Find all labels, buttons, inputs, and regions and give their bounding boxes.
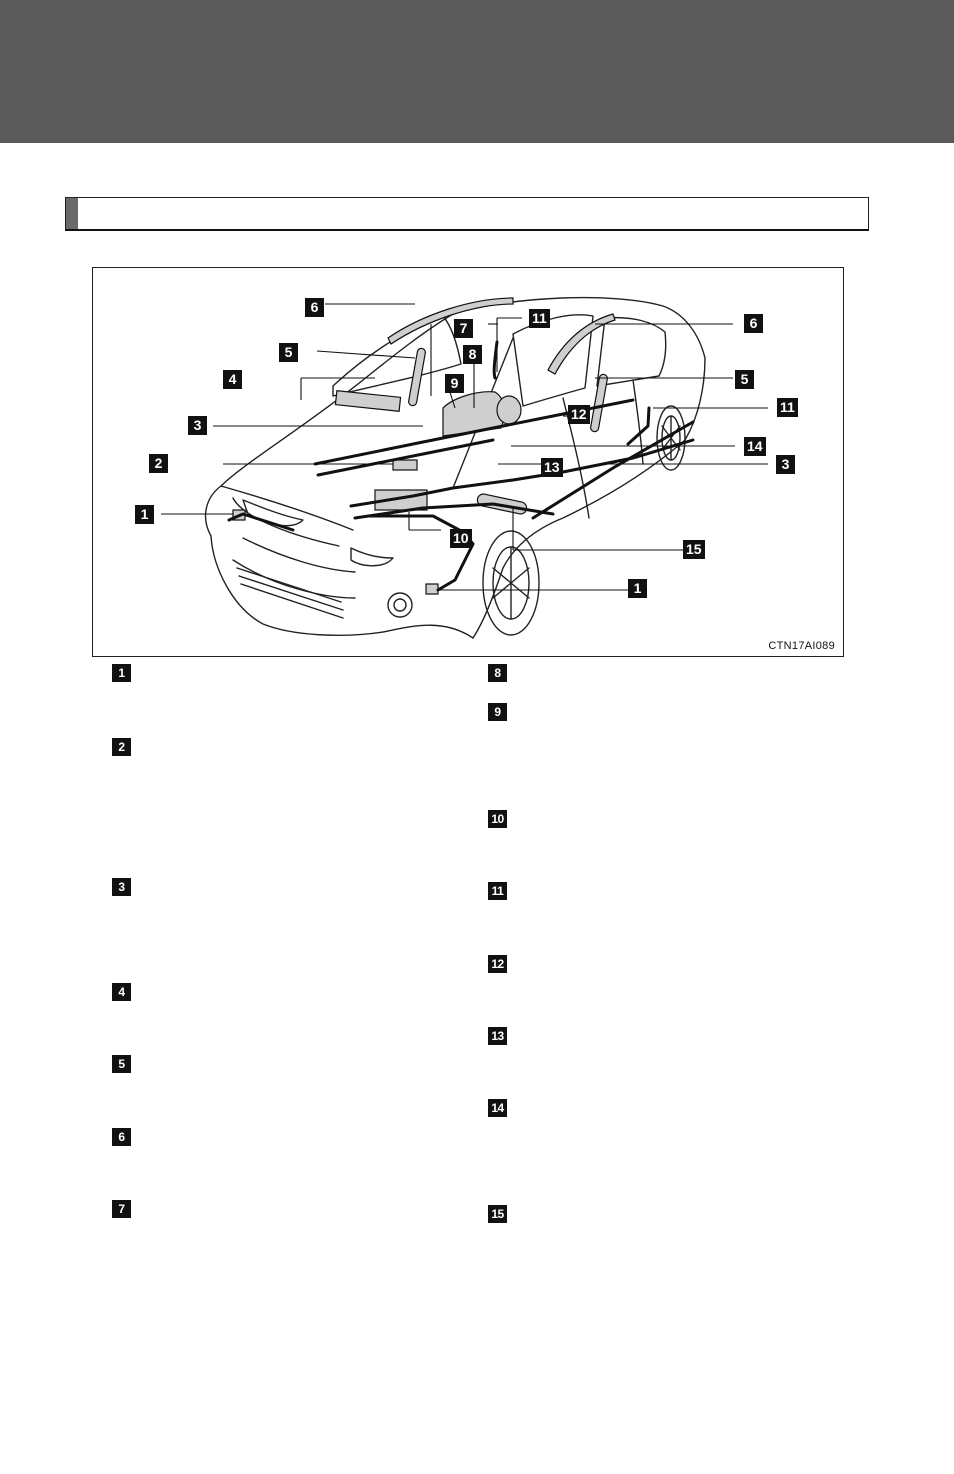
legend-badge-12: 12	[488, 955, 507, 973]
callout-11-top: 11	[529, 309, 550, 328]
airbag-system-figure: 6 7 11 6 5 8 4 9 5 11 12 3 14 2 13 3 1 1…	[92, 267, 844, 657]
legend-badge-10: 10	[488, 810, 507, 828]
callout-6-right: 6	[744, 314, 763, 333]
figure-code: CTN17AI089	[768, 640, 835, 652]
legend-badge-14: 14	[488, 1099, 507, 1117]
callout-7: 7	[454, 319, 473, 338]
callout-5-left: 5	[279, 343, 298, 362]
legend-badge-4: 4	[112, 983, 131, 1001]
section-title-accent	[66, 198, 78, 229]
callout-15: 15	[683, 540, 705, 559]
legend-badge-8: 8	[488, 664, 507, 682]
callout-3-left: 3	[188, 416, 207, 435]
car-illustration	[161, 296, 768, 639]
callout-1-left: 1	[135, 505, 154, 524]
section-title-bar	[65, 197, 869, 231]
page-header-band	[0, 0, 954, 143]
callout-12: 12	[568, 405, 590, 424]
legend-badge-3: 3	[112, 878, 131, 896]
callout-2: 2	[149, 454, 168, 473]
callout-10: 10	[450, 529, 472, 548]
legend-badge-7: 7	[112, 1200, 131, 1218]
callout-6-left: 6	[305, 298, 324, 317]
callout-9: 9	[445, 374, 464, 393]
callout-14: 14	[744, 437, 766, 456]
legend-badge-9: 9	[488, 703, 507, 721]
legend-badge-15: 15	[488, 1205, 507, 1223]
callout-11-right: 11	[777, 398, 798, 417]
legend-badge-6: 6	[112, 1128, 131, 1146]
callout-3-right: 3	[776, 455, 795, 474]
callout-5-right: 5	[735, 370, 754, 389]
callout-1-right: 1	[628, 579, 647, 598]
callout-8: 8	[463, 345, 482, 364]
callout-13: 13	[541, 458, 563, 477]
legend-badge-1: 1	[112, 664, 131, 682]
legend-badge-13: 13	[488, 1027, 507, 1045]
callout-4: 4	[223, 370, 242, 389]
legend-badge-5: 5	[112, 1055, 131, 1073]
legend-badge-2: 2	[112, 738, 131, 756]
legend-badge-11: 11	[488, 882, 507, 900]
